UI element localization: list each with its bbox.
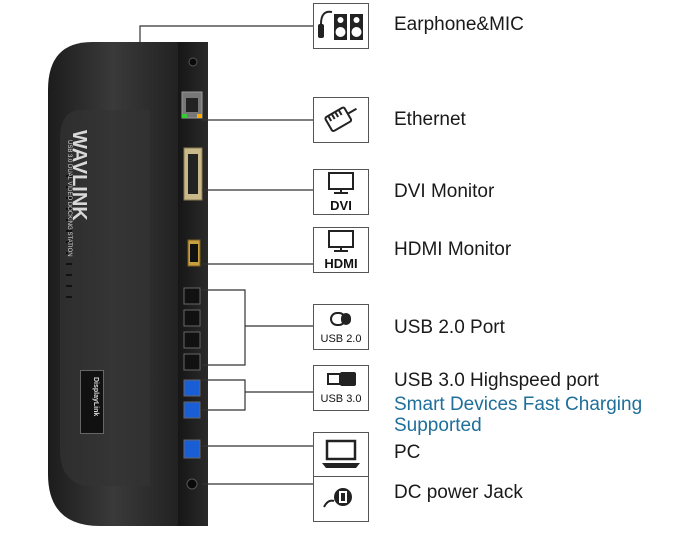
usb-b-port [183,439,201,459]
usb2-icon-text: USB 2.0 [321,333,362,345]
label-hdmi-monitor: HDMI Monitor [394,239,512,260]
connector-lines [139,25,313,485]
audio-port [188,57,198,67]
hdmi-monitor-icon: HDMI [313,227,369,273]
label-ethernet: Ethernet [394,109,466,130]
dc-jack-icon [313,476,369,522]
label-dc-power-jack: DC power Jack [394,482,523,503]
vent-slots [66,175,72,298]
usb2-icon: USB 2.0 [313,304,369,350]
label-earphone-mic: Earphone&MIC [394,14,524,35]
displaylink-badge: DisplayLink [80,370,104,434]
label-dvi-monitor: DVI Monitor [394,181,495,202]
dvi-monitor-icon: DVI [313,169,369,215]
label-usb2-port: USB 2.0 Port [394,317,505,338]
laptop-icon [313,432,369,478]
badge-text: DisplayLink [92,377,99,417]
note-fast-charging-line2: Supported [394,415,482,436]
speaker-icon [313,3,369,49]
usb2-ports [183,287,201,371]
label-usb3-port: USB 3.0 Highspeed port [394,370,599,391]
hdmi-icon-text: HDMI [324,256,357,271]
dvi-icon-text: DVI [330,198,352,213]
usb3-icon-text: USB 3.0 [321,393,362,405]
dc-port [186,478,198,490]
brand-tagline: USB 3.0 DUAL VIDEO DOCKING STATION [66,140,72,257]
label-pc: PC [394,442,421,463]
note-fast-charging-line1: Smart Devices Fast Charging [394,394,643,415]
usb3-ports [183,379,201,419]
usb3-icon: USB 3.0 [313,365,369,411]
ethernet-icon [313,97,369,143]
